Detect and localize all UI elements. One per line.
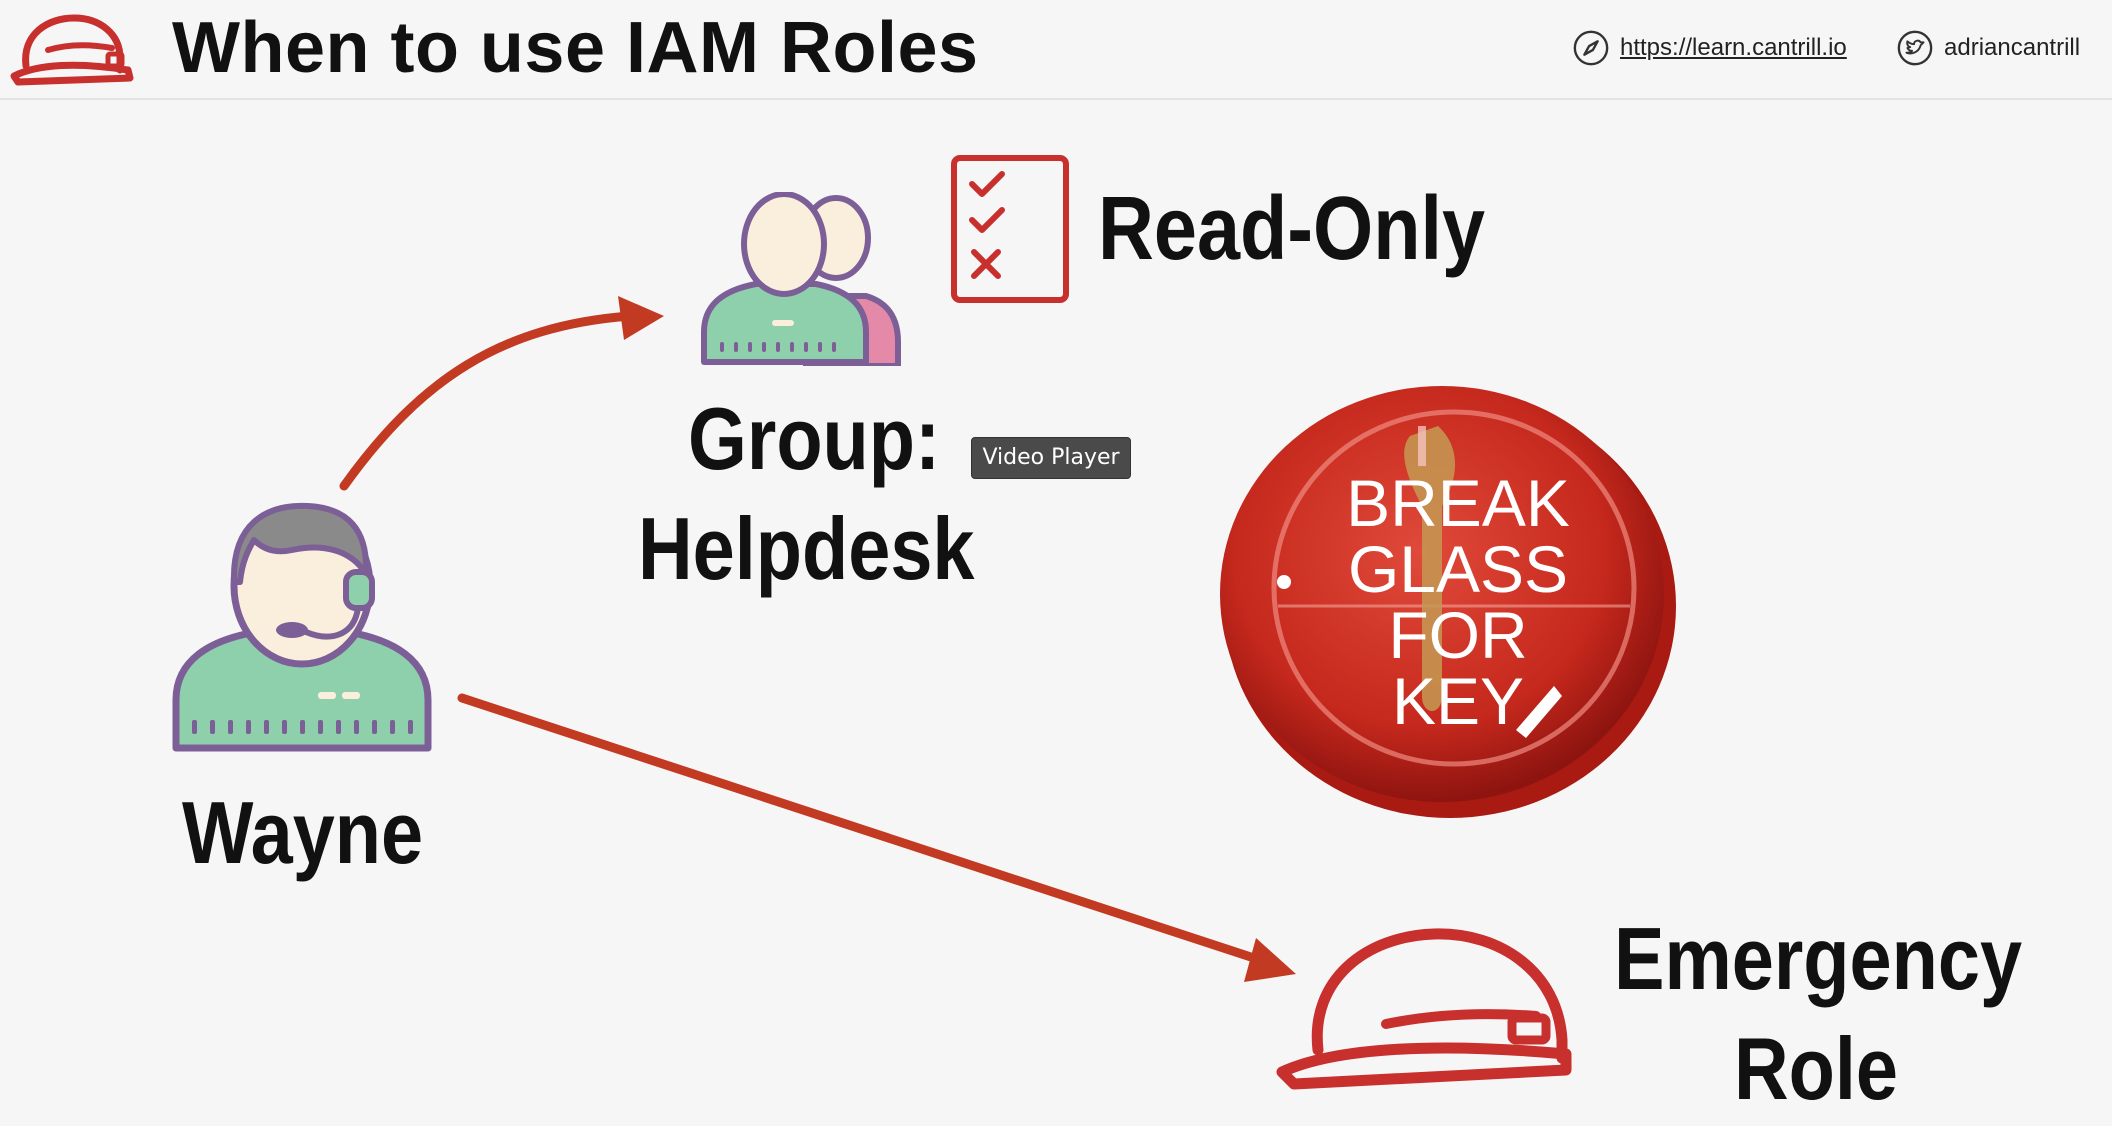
break-glass-word-1: BREAK: [1346, 466, 1570, 540]
twitter-link[interactable]: adriancantrill: [1896, 28, 2080, 68]
group-label-line2: Helpdesk: [638, 499, 975, 598]
page-title: When to use IAM Roles: [172, 8, 979, 88]
hardhat-icon: [10, 14, 134, 86]
group-icon: [701, 192, 901, 366]
arrow-to-role: [457, 693, 1265, 965]
break-glass-word-3: FOR: [1388, 598, 1527, 672]
video-player-tooltip: Video Player: [971, 437, 1131, 479]
twitter-icon: [1897, 30, 1933, 66]
group-label-line1: Group:: [688, 389, 941, 488]
helpdesk-user-icon: [172, 502, 432, 752]
break-glass-word-2: GLASS: [1348, 532, 1568, 606]
twitter-handle[interactable]: adriancantrill: [1944, 34, 2081, 61]
header-bar: When to use IAM Roles https://learn.cant…: [0, 0, 2112, 100]
compass-icon: [1573, 30, 1609, 66]
arrow-to-group: [339, 311, 635, 491]
checklist-icon: [951, 155, 1069, 303]
emergency-hardhat-icon: [1276, 928, 1572, 1090]
read-only-label: Read-Only: [1098, 179, 1486, 279]
user-label: Wayne: [182, 783, 424, 882]
break-glass-word-4: KEY: [1392, 664, 1524, 738]
site-url[interactable]: https://learn.cantrill.io: [1620, 34, 1847, 61]
site-link[interactable]: https://learn.cantrill.io: [1572, 28, 1847, 68]
break-glass-image: BREAK GLASS FOR KEY: [1220, 386, 1676, 818]
role-label-line1: Emergency: [1614, 909, 2023, 1008]
break-glass-text: BREAK GLASS FOR KEY: [1346, 466, 1570, 738]
role-label-line2: Role: [1734, 1019, 1899, 1118]
arrow-to-group-head: [618, 296, 664, 340]
